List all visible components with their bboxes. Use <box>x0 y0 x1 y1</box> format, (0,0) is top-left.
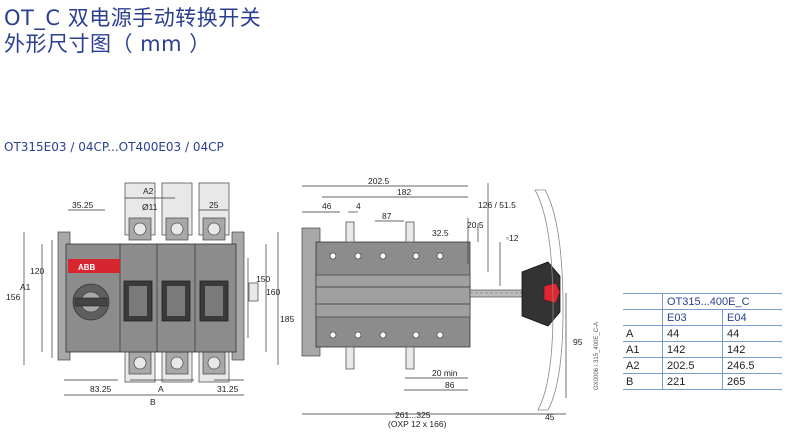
dim-182: 182 <box>397 187 411 197</box>
dim-oxp: (OXP 12 x 166) <box>388 419 447 429</box>
column-e04: E04 <box>722 309 782 326</box>
dim-25: 25 <box>209 200 219 210</box>
dim-120: 120 <box>30 266 44 276</box>
side-view: 202.5 182 46 4 87 126 / 51.5 20.5 32.5 ▫… <box>301 176 583 429</box>
table-row: A2 202.5 246.5 <box>623 357 782 374</box>
dim-45: 45 <box>545 412 555 422</box>
dim-4: 4 <box>356 201 361 211</box>
page-subtitle-units: 外形尺寸图（ mm ） <box>4 32 211 56</box>
dim-261-325: 261...325 <box>395 410 431 420</box>
dim-46: 46 <box>322 201 332 211</box>
page-title: OT_C 双电源手动转换开关 <box>4 6 262 30</box>
dimension-table: OT315...400E_C E03 E04 A 44 44 A1 142 14… <box>623 293 782 390</box>
dim-a1: A1 <box>20 282 31 292</box>
table-row: A1 142 142 <box>623 341 782 358</box>
front-view: ABB A2 Ø11 35.25 25 120 A1 156 <box>6 182 294 407</box>
handle-red-knob <box>543 282 561 304</box>
dim-b: B <box>150 397 156 407</box>
handle-shaft <box>469 289 529 298</box>
side-handle <box>521 261 561 327</box>
dim-160: 160 <box>266 287 280 297</box>
dim-156: 156 <box>6 292 20 302</box>
column-e03: E03 <box>662 309 723 326</box>
dim-185: 185 <box>280 314 294 324</box>
drawing-code: OX0006 / 315_400E_C-A <box>594 321 600 390</box>
dim-83-25: 83.25 <box>90 384 112 394</box>
brand-strip <box>68 259 120 273</box>
dim-126-51-5: 126 / 51.5 <box>478 200 516 210</box>
dim-35-25: 35.25 <box>72 200 94 210</box>
model-range-label: OT315E03 / 04CP...OT400E03 / 04CP <box>4 140 224 154</box>
dim-a: A <box>158 384 164 394</box>
table-row: B 221 265 <box>623 373 782 390</box>
dim-95: 95 <box>573 337 583 347</box>
dim-150: 150 <box>256 274 270 284</box>
dim-87: 87 <box>382 211 392 221</box>
abb-logo: ABB <box>78 263 96 272</box>
table-header: OT315...400E_C <box>662 293 782 310</box>
dim-20-min: 20 min <box>432 368 458 378</box>
dim-square-12: ▫12 <box>506 233 519 243</box>
dim-20-5: 20.5 <box>467 220 484 230</box>
dim-a2: A2 <box>143 186 154 196</box>
dim-202-5: 202.5 <box>368 176 390 186</box>
table-row: A 44 44 <box>623 325 782 342</box>
dim-32-5: 32.5 <box>432 228 449 238</box>
dim-86: 86 <box>445 380 455 390</box>
dim-hole-diameter: Ø11 <box>142 202 158 212</box>
dim-31-25: 31.25 <box>217 384 239 394</box>
